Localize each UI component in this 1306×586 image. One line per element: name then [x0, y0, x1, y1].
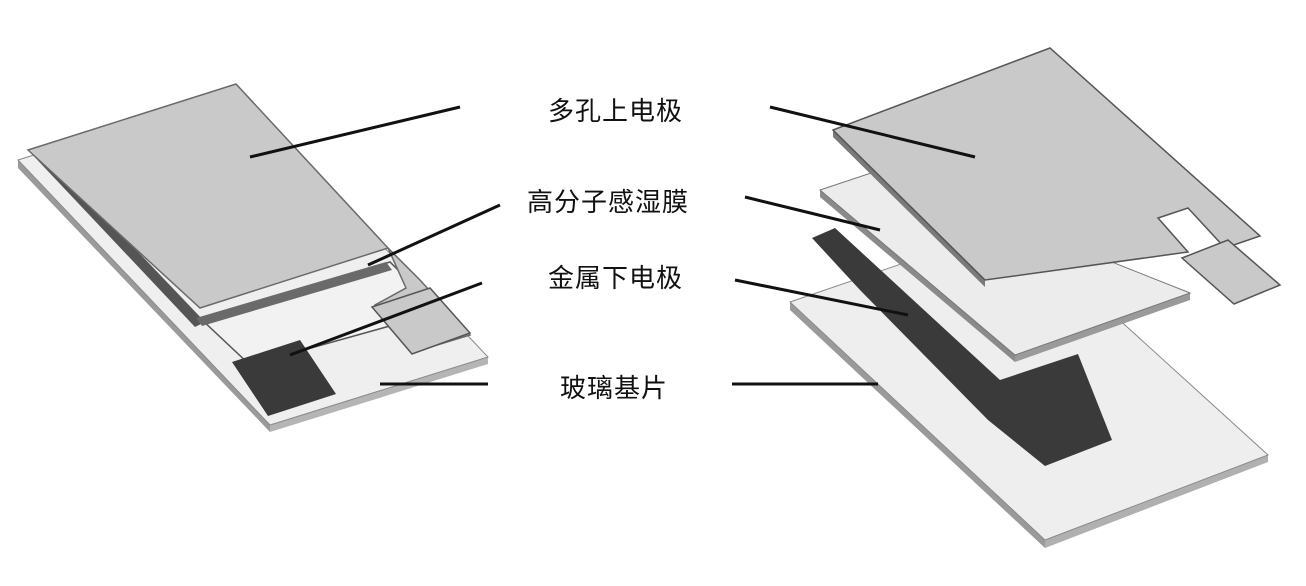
leader-bottom-electrode-right [734, 278, 909, 317]
exploded-top-contact-pad [1180, 239, 1282, 305]
label-glass-substrate: 玻璃基片 [560, 374, 669, 404]
assembled-layer-edge [28, 147, 205, 327]
label-porous-top-electrode: 多孔上电极 [548, 97, 684, 127]
leader-top-electrode-left [249, 105, 461, 159]
label-metal-bottom-electrode: 金属下电极 [548, 264, 684, 294]
assembled-substrate-edge [18, 160, 270, 432]
assembled-sensor [17, 83, 489, 432]
leader-film-left [367, 203, 501, 267]
leader-lines [249, 105, 976, 386]
exploded-top-electrode [831, 47, 1262, 281]
exploded-film-edge [820, 190, 1015, 362]
leader-film-right [744, 195, 881, 232]
exploded-top-electrode-edge [833, 130, 985, 287]
exploded-bottom-electrode [812, 228, 1112, 466]
assembled-bottom-electrode [232, 340, 336, 416]
exploded-sensor [789, 47, 1282, 548]
leader-bottom-electrode-left [289, 281, 483, 357]
label-polymer-humidity-film: 高分子感湿膜 [527, 188, 690, 218]
leader-top-electrode-right [769, 105, 976, 159]
assembled-contact-pad [370, 287, 472, 355]
assembled-substrate-edge-front [270, 357, 488, 432]
exploded-substrate-edge-front [1045, 455, 1268, 548]
exploded-film-edge-front [1015, 293, 1190, 362]
exploded-substrate-edge [790, 302, 1045, 548]
assembled-film-strip [196, 262, 392, 326]
